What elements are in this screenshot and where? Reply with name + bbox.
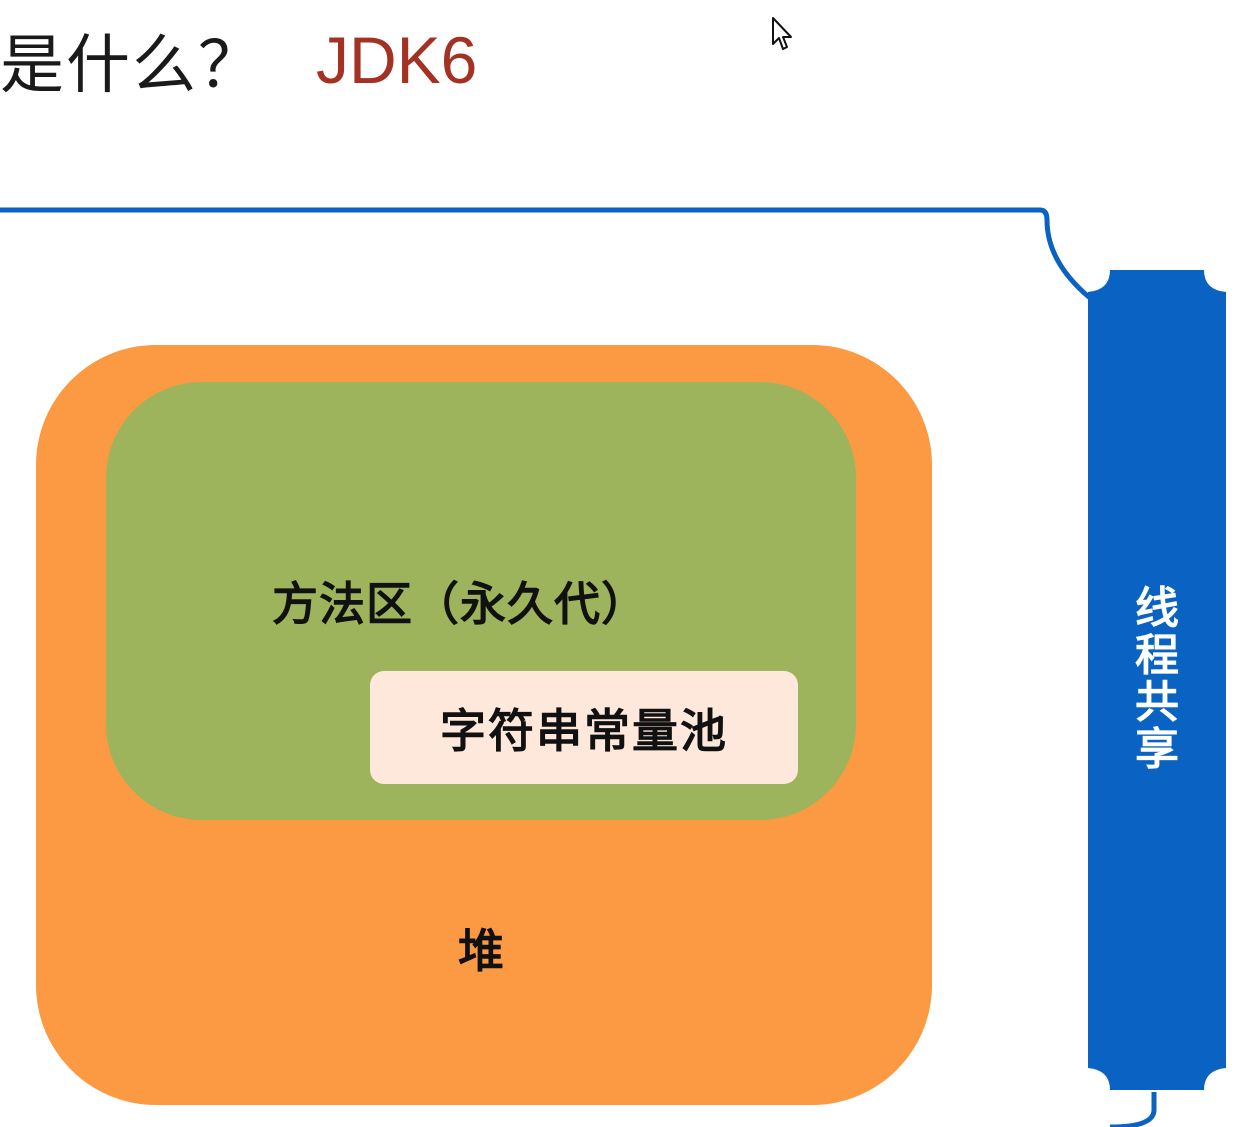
mouse-pointer-icon: [772, 17, 792, 50]
slide-title: 是什么？ JDK6: [0, 18, 478, 103]
title-prefix: 是什么？: [0, 29, 264, 103]
method-area-label: 方法区（永久代）: [272, 577, 648, 631]
string-constant-pool-label: 字符串常量池: [440, 703, 728, 758]
title-accent: JDK6: [316, 23, 478, 97]
thread-shared-label: 线程共享: [1135, 583, 1179, 775]
heap-label: 堆: [458, 924, 504, 978]
string-constant-pool: 字符串常量池: [370, 671, 798, 784]
thread-shared-bar: [1088, 270, 1226, 1090]
